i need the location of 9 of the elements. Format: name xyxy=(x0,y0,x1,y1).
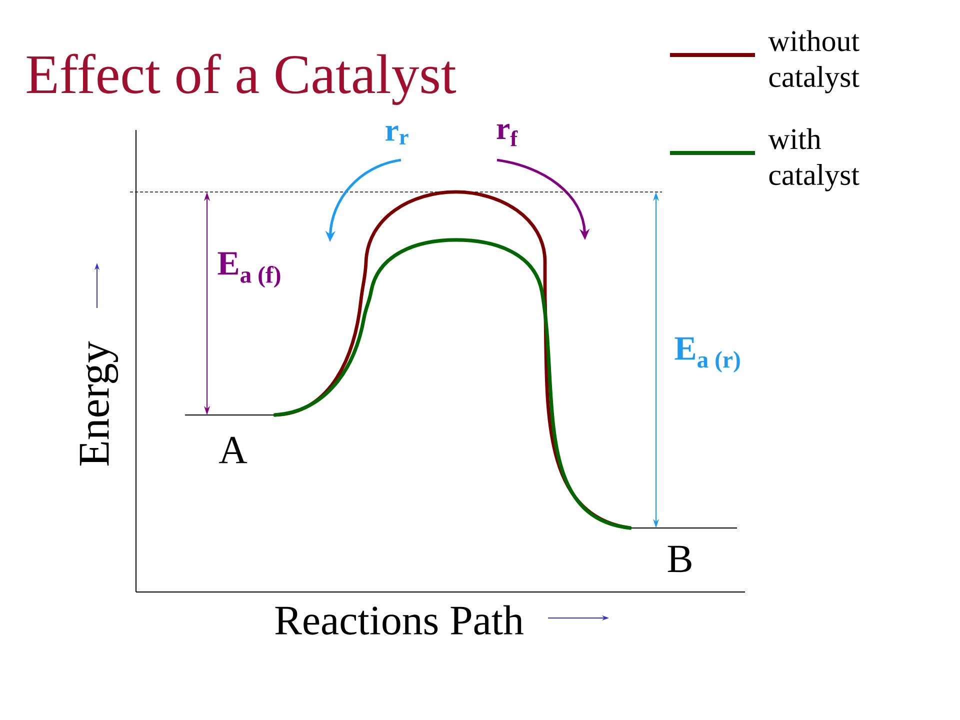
point-label: A xyxy=(219,436,248,464)
title: Effect of a Catalyst xyxy=(26,54,456,106)
axis-label: Energy xyxy=(80,341,118,466)
point-label: B xyxy=(668,546,692,572)
rate-label: r$_{f}$ xyxy=(496,124,518,146)
rate-label: r$_{r}$ xyxy=(386,126,408,144)
axis-label: Reactions Path xyxy=(275,605,524,635)
legend-label: without catalyst xyxy=(768,30,860,94)
legend-label: with catalyst xyxy=(768,128,860,192)
